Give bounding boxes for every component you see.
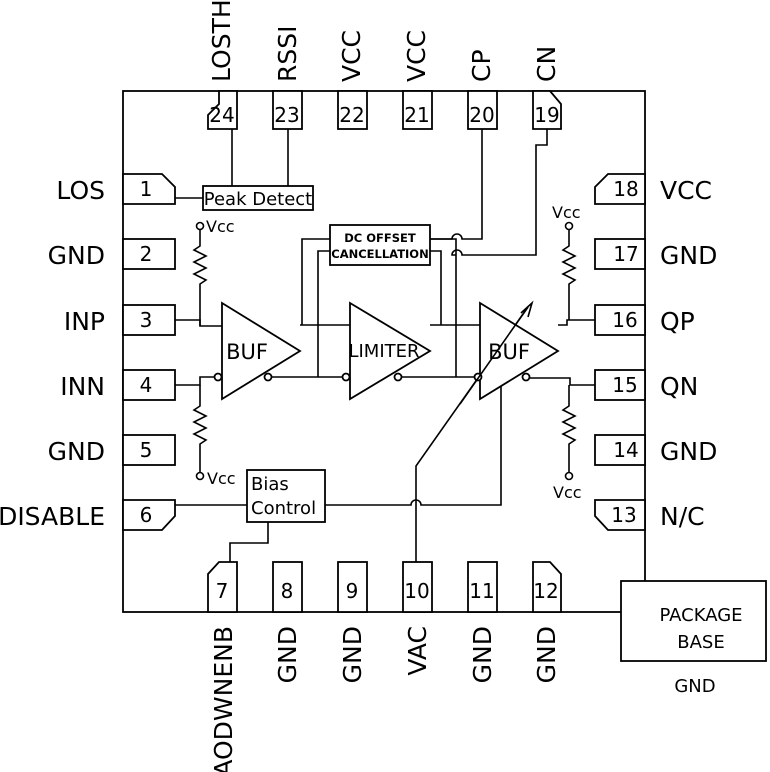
pin-9-label: GND <box>338 626 367 683</box>
bias-label-1: Bias <box>251 474 289 495</box>
pin-7: 7 AODWNENB <box>207 561 238 772</box>
pin-5-label: GND <box>48 437 105 466</box>
pin-22: 22 VCC <box>337 30 368 130</box>
pin-9-number: 9 <box>346 579 359 603</box>
pin-20-label: CP <box>467 49 496 82</box>
dc-offset-label-2: CANCELLATION <box>331 247 428 261</box>
vcc-label-top-left: Vcc <box>206 217 235 236</box>
pin-2-label: GND <box>48 241 105 270</box>
pin-24-number: 24 <box>209 103 234 127</box>
peak-detect-block: Peak Detect <box>202 185 314 211</box>
pin-24-label: LOSTH <box>207 0 236 82</box>
vcc-label-top-right: Vcc <box>552 203 581 222</box>
vcc-node-bottom-left <box>195 471 205 481</box>
pin-16: 16 QP <box>594 304 695 336</box>
pin-5: 5 GND <box>48 434 176 466</box>
pin-23-number: 23 <box>274 103 299 127</box>
pin-24: 24 LOSTH <box>207 0 238 130</box>
pin-18-number: 18 <box>613 177 638 201</box>
pin-11-label: GND <box>468 626 497 683</box>
pin-15-number: 15 <box>612 373 637 397</box>
pin-8: 8 GND <box>272 561 303 683</box>
pin-15: 15 QN <box>594 369 698 401</box>
pin-5-number: 5 <box>140 438 153 462</box>
pin-10-label: VAC <box>403 626 432 676</box>
pin-4-label: INN <box>60 372 105 401</box>
pin-6-label: DISABLE <box>0 502 105 531</box>
pin-4: 4 INN <box>60 369 176 401</box>
pin-1-label: LOS <box>56 176 105 205</box>
limiter-label: LIMITER <box>348 341 419 362</box>
pin-10: 10 VAC <box>402 561 433 676</box>
pin-1-number: 1 <box>140 177 153 201</box>
pin-6: 6 DISABLE <box>0 499 176 531</box>
pin-16-label: QP <box>660 307 695 336</box>
pin-19-label: CN <box>532 46 561 82</box>
input-buffer: BUF <box>213 301 302 401</box>
vcc-node-top-right <box>564 221 574 231</box>
pin-2-number: 2 <box>140 242 153 266</box>
pin-14-number: 14 <box>613 438 638 462</box>
pin-22-label: VCC <box>337 30 366 82</box>
output-buffer-label: BUF <box>488 340 530 364</box>
pin-17-label: GND <box>660 241 717 270</box>
pin-15-label: QN <box>660 372 698 401</box>
pin-22-number: 22 <box>339 103 364 127</box>
dc-offset-label-1: DC OFFSET <box>344 231 416 245</box>
package-base-label-2: BASE <box>677 632 724 653</box>
pin-12: 12 GND <box>532 561 562 683</box>
pin-11-number: 11 <box>469 579 494 603</box>
pin-4-number: 4 <box>140 373 153 397</box>
pin-23: 23 RSSI <box>272 26 303 130</box>
vcc-node-bottom-right <box>564 471 574 481</box>
package-base-gnd: GND <box>674 676 715 697</box>
pin-11: 11 GND <box>467 561 498 683</box>
dc-offset-block: DC OFFSET CANCELLATION <box>329 224 431 266</box>
pin-8-label: GND <box>273 626 302 683</box>
peak-detect-label: Peak Detect <box>204 189 312 210</box>
pin-3-number: 3 <box>140 308 153 332</box>
vcc-node-top-left <box>195 221 205 231</box>
input-buffer-label: BUF <box>226 340 268 364</box>
pin-12-label: GND <box>532 626 561 683</box>
pin-8-number: 8 <box>281 579 294 603</box>
vac-control-arrow <box>459 306 529 405</box>
pin-3: 3 INP <box>64 304 176 336</box>
pin-14-label: GND <box>660 437 717 466</box>
pin-1: 1 LOS <box>56 173 176 205</box>
pin-13-number: 13 <box>611 503 636 527</box>
pin-21: 21 VCC <box>402 30 433 130</box>
vcc-label-bottom-right: Vcc <box>553 483 582 502</box>
package-base-box <box>620 580 767 662</box>
pin-18: 18 VCC <box>594 173 712 205</box>
pin-19: 19 CN <box>532 46 562 130</box>
bias-control-block: Bias Control <box>246 469 326 523</box>
pin-2: 2 GND <box>48 238 176 270</box>
pin-13: 13 N/C <box>594 499 705 531</box>
pin-18-label: VCC <box>660 176 712 205</box>
pin-7-number: 7 <box>216 579 229 603</box>
pin-17-number: 17 <box>613 242 638 266</box>
pin-21-label: VCC <box>402 30 431 82</box>
pin-9: 9 GND <box>337 561 368 683</box>
pin-19-number: 19 <box>534 103 559 127</box>
pin-16-number: 16 <box>612 308 637 332</box>
pin-3-label: INP <box>64 307 105 336</box>
package-base-label-1: PACKAGE <box>659 605 742 626</box>
pin-20-number: 20 <box>469 103 494 127</box>
pin-6-number: 6 <box>140 503 153 527</box>
pin-13-label: N/C <box>660 502 705 531</box>
pin-10-number: 10 <box>404 579 429 603</box>
pin-21-number: 21 <box>404 103 429 127</box>
pin-20: 20 CP <box>467 49 498 130</box>
pin-14: 14 GND <box>594 434 717 466</box>
pin-12-number: 12 <box>533 579 558 603</box>
pin-7-label: AODWNENB <box>209 626 238 772</box>
bias-label-2: Control <box>251 498 316 519</box>
pin-17: 17 GND <box>594 238 717 270</box>
vcc-label-bottom-left: Vcc <box>207 469 236 488</box>
pin-23-label: RSSI <box>273 26 302 82</box>
limiter-amplifier: LIMITER <box>341 301 432 401</box>
